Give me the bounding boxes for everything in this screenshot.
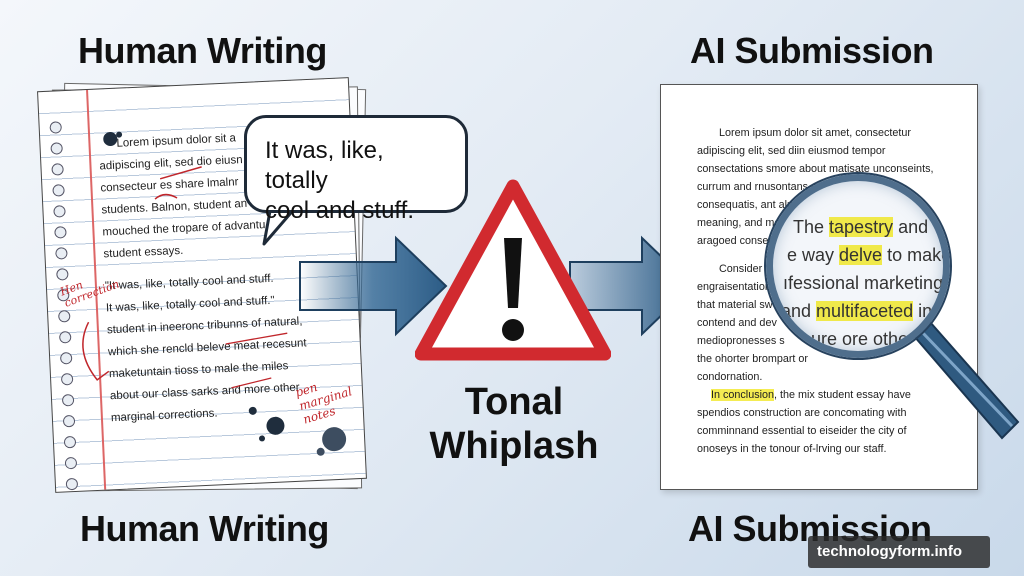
magnifier-handle	[912, 320, 1020, 440]
ai-doc-line: onoseys in the tonour of-lrving our staf…	[697, 443, 887, 455]
ai-doc-line: the ohorter brompart or	[697, 353, 809, 365]
ai-doc-line: consectations smore about matisate uncon…	[697, 163, 934, 175]
caption-line: Tonal	[464, 381, 564, 423]
highlight-delve: delve	[839, 245, 883, 265]
bubble-line: cool and stuff.	[265, 197, 414, 224]
warning-triangle-icon	[415, 179, 611, 361]
lens-line: The tapestry and	[793, 217, 929, 237]
heading-human-writing-top: Human Writing	[78, 30, 327, 71]
heading-human-writing-bottom: Human Writing	[80, 508, 329, 549]
heading-ai-submission-top: AI Submission	[690, 30, 934, 71]
notebook-page: Lorem ipsum dolor sit a adipiscing elit,…	[37, 77, 367, 493]
ai-doc-line: engraisentation	[697, 281, 771, 293]
speech-bubble: It was, like, totally cool and stuff.	[244, 115, 468, 224]
ai-doc-line: meaning, and mo	[697, 217, 781, 229]
lens-glass: The tapestry and e way delve to make ıfe…	[766, 174, 950, 358]
ai-doc-line: that material sw	[697, 299, 773, 311]
ai-doc-line: Consider	[719, 263, 763, 275]
human-notebook: Lorem ipsum dolor sit a adipiscing elit,…	[37, 77, 372, 496]
ai-doc-line: contend and dev	[697, 317, 777, 329]
watermark: technologyform.info	[808, 536, 990, 568]
ai-doc-line: comminnand essential to eiseider the cit…	[697, 425, 907, 437]
highlight-tapestry: tapestry	[829, 217, 894, 237]
ai-doc-conclusion-line: In conclusion, the mix student essay hav…	[711, 389, 911, 401]
highlight-multifaceted: multifaceted	[816, 301, 914, 321]
bubble-line: It was, like, totally	[265, 137, 384, 194]
ai-doc-line: adipiscing elit, sed diin eiusmod tempor	[697, 145, 886, 157]
ai-doc-line: aragoed consec	[697, 235, 774, 247]
arrow-left	[299, 235, 448, 337]
ai-doc-line: Lorem ipsum dolor sit amet, consectetur	[719, 127, 912, 139]
magnifying-glass-icon: The tapestry and e way delve to make ıfe…	[766, 174, 950, 358]
highlight-in-conclusion: In conclusion	[711, 389, 775, 401]
lens-line: ıfessional marketing	[783, 273, 944, 293]
ai-doc-line: mediopronesses s	[697, 335, 785, 347]
caption-line: Whiplash	[429, 425, 599, 467]
ai-doc-line: consequatis, ant alna	[697, 199, 800, 211]
ai-doc-line: currum and rnusontans co	[697, 181, 823, 193]
lens-line: e way delve to make	[787, 245, 950, 265]
ai-doc-line: condornation.	[697, 371, 763, 383]
lens-line: and multifaceted in	[781, 301, 933, 321]
ai-doc-line: spendios construction are concomating wi…	[697, 407, 907, 419]
red-pen-marks	[82, 131, 347, 456]
tonal-whiplash-caption: Tonal Whiplash	[416, 380, 612, 468]
lens-line: n sure ore other	[787, 329, 915, 349]
